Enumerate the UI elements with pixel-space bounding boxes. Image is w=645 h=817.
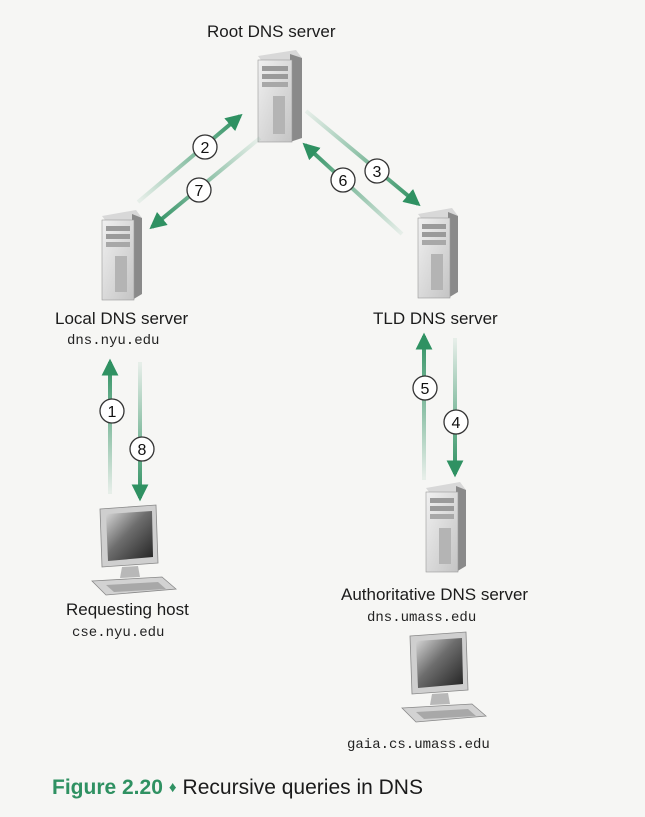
arrow-step-2 — [136, 113, 243, 204]
authoritative-server-icon — [425, 482, 466, 573]
tld-dns-server-label: TLD DNS server — [373, 309, 498, 328]
step-number: 6 — [339, 173, 348, 190]
root-dns-server-label: Root DNS server — [207, 22, 336, 41]
requesting-hostname: cse.nyu.edu — [72, 625, 165, 641]
local-dns-hostname: dns.nyu.edu — [67, 333, 160, 349]
caption-separator: ♦ — [168, 779, 177, 796]
arrow-step-3 — [304, 109, 421, 207]
step-badge-5: 5 — [412, 375, 438, 401]
step-badge-1: 1 — [99, 398, 125, 424]
figure-number: Figure 2.20 — [52, 776, 163, 799]
figure-title: Recursive queries in DNS — [182, 776, 423, 799]
authoritative-dns-server-label: Authoritative DNS server — [341, 585, 529, 604]
requesting-host-computer-icon — [91, 504, 177, 596]
step-number: 8 — [138, 442, 147, 459]
gaia-host-computer-icon — [401, 631, 487, 723]
step-badge-8: 8 — [129, 436, 155, 462]
local-dns-server-label: Local DNS server — [55, 309, 189, 328]
step-badge-3: 3 — [364, 158, 390, 184]
step-badge-6: 6 — [330, 167, 356, 193]
tld-server-icon — [417, 208, 458, 299]
local-server-icon — [101, 210, 142, 301]
step-number: 1 — [108, 404, 117, 421]
step-number: 7 — [195, 183, 204, 200]
authoritative-dns-hostname: dns.umass.edu — [367, 610, 477, 626]
root-server-icon — [257, 50, 302, 143]
target-hostname: gaia.cs.umass.edu — [347, 737, 490, 753]
requesting-host-label: Requesting host — [66, 600, 189, 619]
arrow-step-6 — [302, 142, 404, 236]
step-badge-7: 7 — [186, 177, 212, 203]
step-number: 2 — [201, 140, 210, 157]
step-badge-2: 2 — [192, 134, 218, 160]
step-number: 5 — [421, 381, 430, 398]
step-number: 3 — [373, 164, 382, 181]
step-badge-4: 4 — [443, 409, 469, 435]
step-number: 4 — [452, 415, 461, 432]
figure-caption: Figure 2.20 ♦ Recursive queries in DNS — [52, 776, 423, 800]
